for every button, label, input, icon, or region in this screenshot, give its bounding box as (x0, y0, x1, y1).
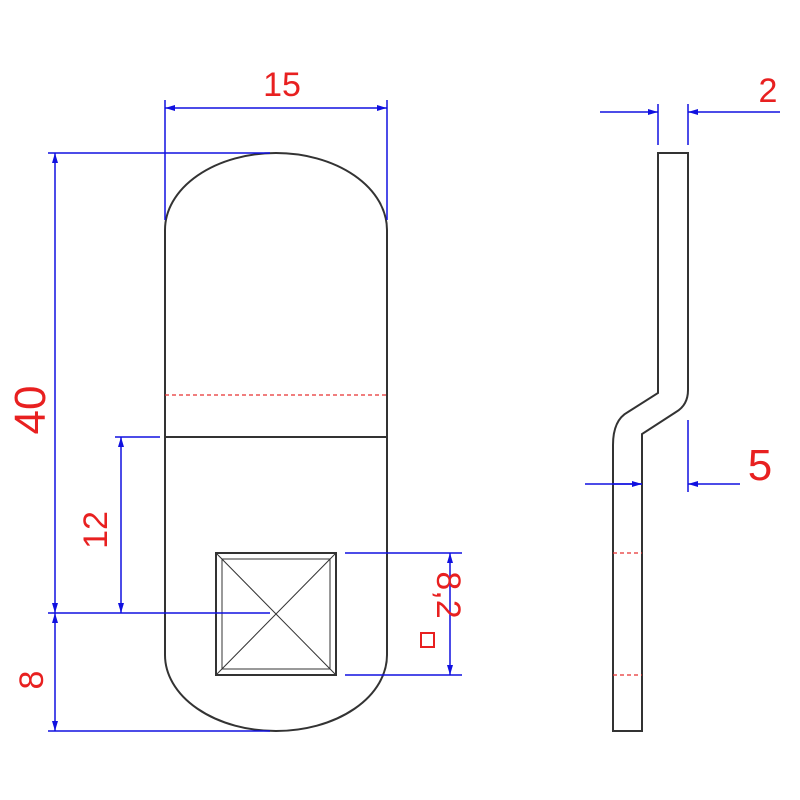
plate-outline (164, 152, 388, 732)
square-symbol-icon (420, 632, 435, 648)
dimension-40: 40 (6, 152, 270, 732)
side-view (612, 152, 689, 732)
dimension-12: 12 (48, 436, 270, 614)
dimension-2: 2 (600, 72, 780, 145)
dimension-label: 2 (759, 72, 778, 110)
dimension-label: 8,2 (429, 571, 467, 618)
dimension-label: 40 (6, 386, 55, 435)
dimension-label: 12 (77, 511, 115, 549)
front-view (164, 152, 388, 732)
dimension-15: 15 (164, 66, 388, 220)
dimension-label: 8 (13, 671, 51, 690)
dimension-8: 8 (13, 613, 58, 731)
square-hole (215, 552, 337, 676)
side-outline (612, 152, 689, 732)
dimension-label: 15 (263, 66, 301, 104)
dimension-8-2: 8,2 (345, 552, 467, 676)
dimension-label: 5 (748, 441, 772, 490)
dimension-5: 5 (585, 420, 772, 492)
